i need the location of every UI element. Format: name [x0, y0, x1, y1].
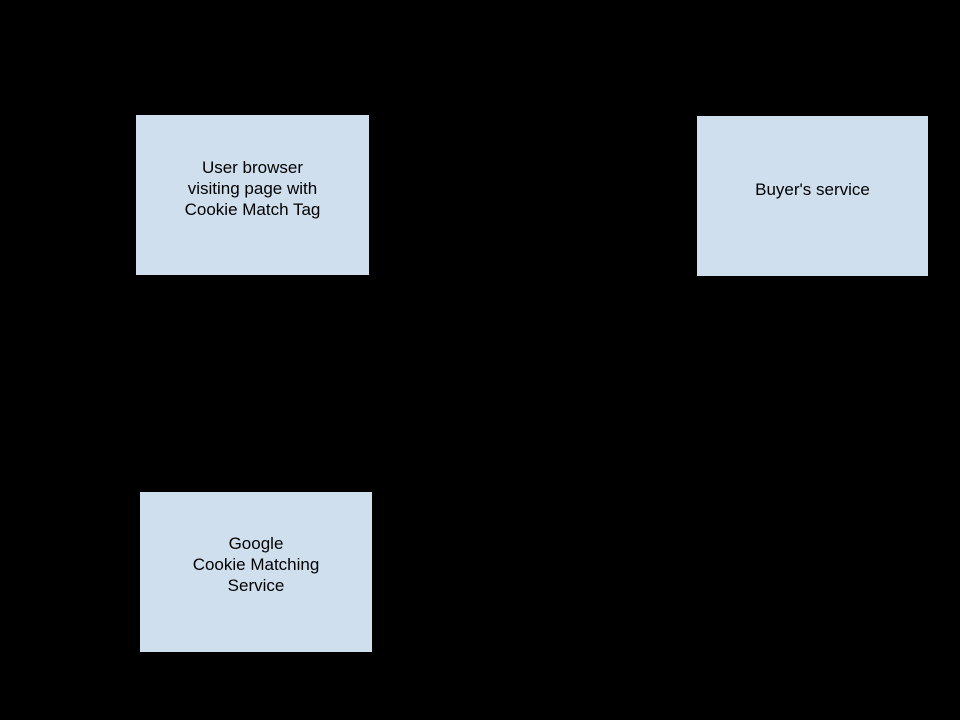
node-user-browser[interactable]: User browser visiting page with Cookie M…: [136, 115, 369, 275]
node-google-cookie-matching[interactable]: Google Cookie Matching Service: [140, 492, 372, 652]
node-buyers-service[interactable]: Buyer's service: [697, 116, 928, 276]
node-google-cookie-matching-label: Google Cookie Matching Service: [192, 533, 320, 595]
node-user-browser-label: User browser visiting page with Cookie M…: [184, 157, 321, 219]
node-buyers-service-label: Buyer's service: [755, 179, 870, 199]
